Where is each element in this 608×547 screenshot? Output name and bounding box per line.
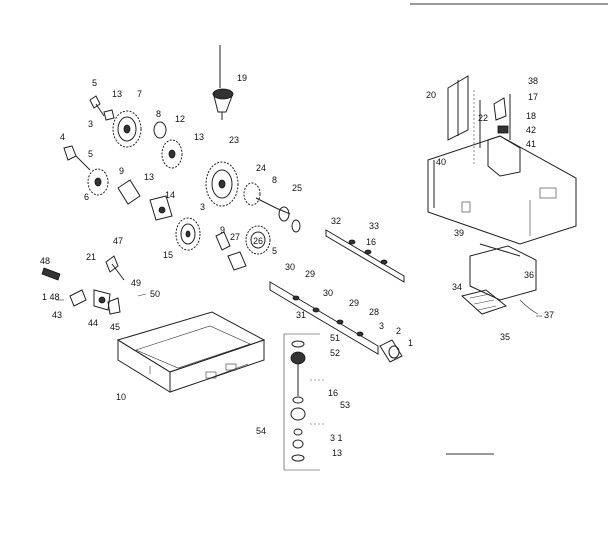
pin-assembly-top [89,95,115,121]
label-16: 16 [366,237,376,247]
label-15: 15 [163,250,173,260]
label-50: 50 [150,289,160,299]
label-14: 14 [165,190,175,200]
label-5: 5 [272,246,277,256]
label-7: 7 [137,89,142,99]
label-148: 1 48 [42,292,60,302]
gear-15 [175,217,201,251]
label-13: 13 [332,448,342,458]
label-8: 8 [156,109,161,119]
label-4: 4 [60,132,65,142]
right-plate-assembly [460,243,539,315]
label-13: 13 [194,132,204,142]
gear-26 [215,225,271,271]
label-29: 29 [349,298,359,308]
label-38: 38 [528,76,538,86]
gear-24 [243,182,301,233]
label-30: 30 [285,262,295,272]
label-17: 17 [528,92,538,102]
label-52: 52 [330,348,340,358]
label-5: 5 [92,78,97,88]
label-33: 33 [369,221,379,231]
part-labels: 19 5 13 7 3 8 12 13 23 4 5 9 13 6 14 3 2… [40,73,554,458]
gear-7 [112,110,142,148]
label-36: 36 [524,270,534,280]
label-51: 51 [330,333,340,343]
gear-12 [153,121,183,169]
label-31: 31 [296,310,306,320]
label-20: 20 [426,90,436,100]
left-linkage [41,255,125,315]
label-29: 29 [305,269,315,279]
label-39: 39 [454,228,464,238]
label-9: 9 [119,166,124,176]
label-3: 3 [200,202,205,212]
base-box-10 [116,311,266,393]
label-32: 32 [331,216,341,226]
label-41: 41 [526,139,536,149]
label-27: 27 [230,232,240,242]
gear-6 [63,145,109,196]
label-12: 12 [175,114,185,124]
shaft-assembly [212,45,234,120]
label-13: 13 [144,172,154,182]
shafts-middle [117,179,173,221]
label-31: 3 1 [330,433,343,443]
label-24: 24 [256,163,266,173]
label-22: 22 [478,113,488,123]
label-16: 16 [328,388,338,398]
rail-31 [269,281,403,363]
label-9: 9 [220,225,225,235]
label-47: 47 [113,236,123,246]
label-26: 26 [253,236,263,246]
leader-marks [56,293,542,425]
label-34: 34 [452,282,462,292]
label-53: 53 [340,400,350,410]
label-42: 42 [526,125,536,135]
label-44: 44 [88,318,98,328]
rail-32 [325,229,405,283]
label-5: 5 [88,149,93,159]
label-2: 2 [396,326,401,336]
label-18: 18 [526,111,536,121]
label-13: 13 [112,89,122,99]
label-45: 45 [110,322,120,332]
label-8: 8 [272,175,277,185]
gear-23 [205,161,239,207]
label-54: 54 [256,426,266,436]
label-21: 21 [86,252,96,262]
label-23: 23 [229,135,239,145]
label-1: 1 [408,338,413,348]
label-48: 48 [40,256,50,266]
label-37: 37 [544,310,554,320]
label-30: 30 [323,288,333,298]
right-housing [427,75,577,245]
label-25: 25 [292,183,302,193]
vertical-spindle-assembly [283,333,320,471]
label-10: 10 [116,392,126,402]
label-19: 19 [237,73,247,83]
label-35: 35 [500,332,510,342]
label-6: 6 [84,192,89,202]
label-40: 40 [436,157,446,167]
label-3: 3 [88,119,93,129]
label-43: 43 [52,310,62,320]
label-28: 28 [369,307,379,317]
label-49: 49 [131,278,141,288]
label-3: 3 [379,321,384,331]
